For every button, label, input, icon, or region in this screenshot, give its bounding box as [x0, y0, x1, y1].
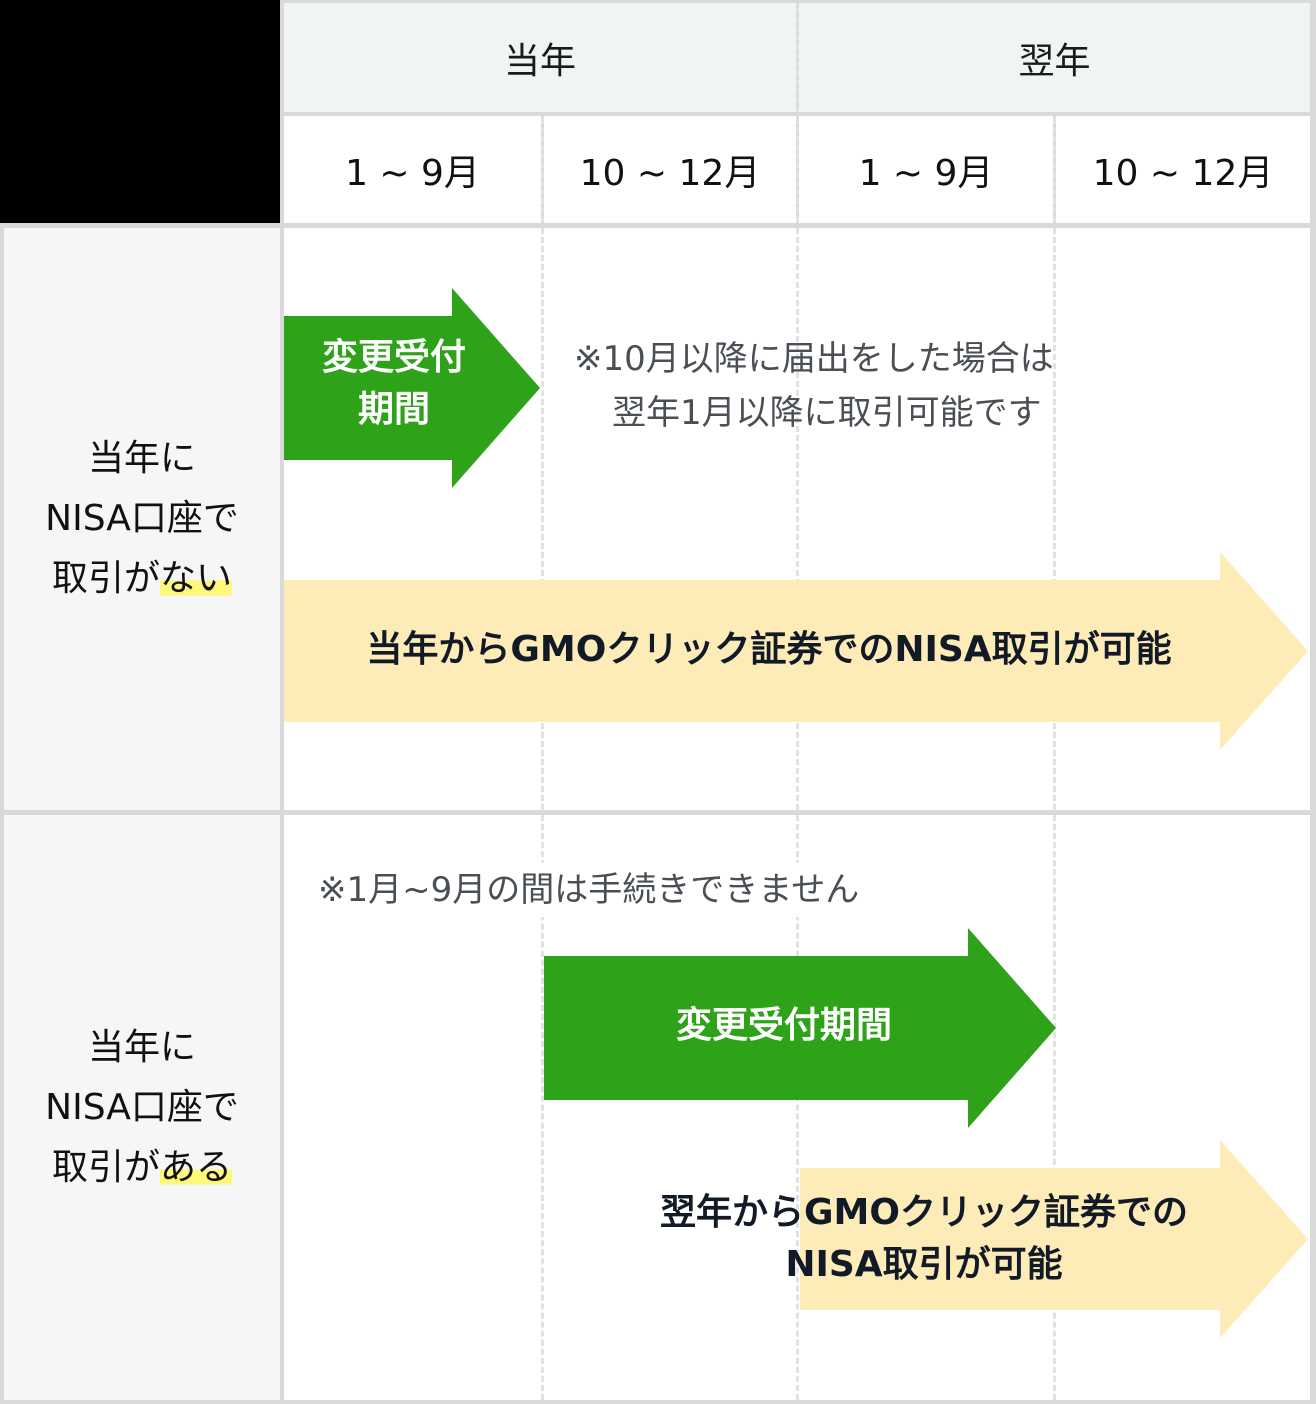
arrow-label: 翌年からGMOクリック証券での: [660, 1192, 1188, 1233]
arrow-right-icon: [544, 928, 1056, 1128]
column-divider: [796, 228, 799, 810]
column-divider: [1053, 815, 1056, 1400]
row-label-line: NISA口座で: [45, 498, 239, 539]
column-divider: [1053, 118, 1056, 222]
row-label-line: 取引がない: [45, 549, 239, 609]
note-text: ※10月以降に届出をした場合は 翌年1月以降に取引可能です: [574, 332, 1194, 440]
note-line: ※1月~9月の間は手続きできません: [318, 870, 860, 910]
arrow-right-icon: [800, 1140, 1308, 1338]
row-body-no-trade: 変更受付 期間 ※10月以降に届出をした場合は 翌年1月以降に取引可能です 当年…: [284, 228, 1310, 810]
arrow-label: 変更受付期間: [675, 1005, 892, 1046]
column-divider: [796, 815, 799, 1400]
arrow-right-icon: [284, 288, 540, 488]
change-period-arrow: 変更受付 期間: [284, 288, 540, 488]
header-month-current-jan-sep: 1 ~ 9月: [284, 116, 541, 223]
column-divider: [796, 118, 799, 222]
row-label-prefix: 取引が: [51, 558, 160, 599]
trading-possible-label: 翌年からGMOクリック証券での NISA取引が可能: [614, 1187, 1234, 1291]
change-period-arrow: 変更受付期間: [544, 928, 1056, 1128]
corner-cell: [0, 0, 280, 223]
arrow-right-icon: [284, 552, 1308, 750]
row-label-no-trade: 当年に NISA口座で 取引がない: [4, 228, 280, 810]
header-next-year: 翌年: [799, 3, 1310, 112]
trading-possible-arrow: 当年からGMOクリック証券でのNISA取引が可能: [284, 552, 1310, 750]
trading-possible-arrow: [800, 1140, 1310, 1338]
arrow-label: 当年からGMOクリック証券でのNISA取引が可能: [366, 629, 1172, 670]
column-divider: [541, 815, 544, 1400]
column-divider: [796, 8, 799, 112]
column-divider: [1053, 228, 1056, 810]
month-label: 10 ~ 12月: [1092, 152, 1274, 194]
row-label-prefix: 取引が: [51, 1146, 160, 1188]
header-next-year-label: 翌年: [1018, 40, 1091, 82]
month-label: 1 ~ 9月: [858, 152, 994, 194]
row-label-line: 取引がある: [45, 1138, 239, 1198]
note-text: ※1月~9月の間は手続きできません: [318, 863, 1018, 917]
header-month-next-jan-sep: 1 ~ 9月: [799, 116, 1053, 223]
header-current-year-label: 当年: [503, 40, 576, 82]
header-current-year: 当年: [284, 3, 796, 112]
column-divider: [541, 118, 544, 222]
note-line: 翌年1月以降に取引可能です: [612, 393, 1042, 433]
arrow-label: 変更受付: [321, 337, 466, 378]
highlighted-keyword: ある: [159, 1146, 232, 1188]
row-label-line: 当年に: [87, 438, 196, 479]
header-month-current-oct-dec: 10 ~ 12月: [544, 116, 796, 223]
arrow-label: NISA取引が可能: [785, 1244, 1063, 1285]
row-label-line: 当年に: [87, 1026, 196, 1068]
arrow-label: 期間: [357, 389, 430, 430]
note-line: ※10月以降に届出をした場合は: [574, 339, 1054, 379]
row-label-line: NISA口座で: [45, 1086, 239, 1128]
header-month-next-oct-dec: 10 ~ 12月: [1056, 116, 1310, 223]
highlighted-keyword: ない: [159, 558, 232, 599]
month-label: 10 ~ 12月: [579, 152, 761, 194]
row-label-has-trade: 当年に NISA口座で 取引がある: [4, 815, 280, 1400]
month-label: 1 ~ 9月: [345, 152, 480, 194]
column-divider: [541, 228, 544, 810]
row-body-has-trade: ※1月~9月の間は手続きできません 変更受付期間 翌年からGMOクリック証券での…: [284, 815, 1310, 1400]
